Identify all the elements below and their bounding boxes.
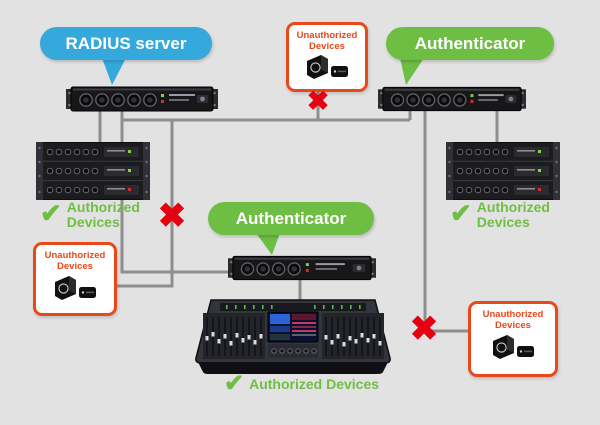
fader-caps-left [205, 332, 263, 346]
authorized-left-line2: Devices [66, 214, 120, 230]
authorized-label-left: ✔ Authorized Devices [40, 200, 140, 230]
radius-bubble-tail [102, 58, 126, 85]
rack-connectors [456, 148, 509, 194]
console-knobs [271, 348, 317, 354]
unauthorized-right-line2: Devices [495, 320, 531, 331]
blocked-x-right: ✖ [409, 310, 439, 348]
ethercon-ports [390, 93, 467, 107]
unauthorized-box-left: Unauthorized Devices [33, 242, 117, 316]
io-rack-left [36, 142, 150, 200]
ethercon-ports [240, 262, 301, 276]
authenticator-right-device [378, 86, 526, 112]
speaker-device-icon [493, 335, 534, 359]
unauthorized-right-line1: Unauthorized [482, 309, 544, 320]
link-left-unauthorized-blocked [116, 120, 174, 288]
check-icon: ✔ [40, 198, 62, 228]
check-icon: ✔ [450, 198, 472, 228]
unauthorized-left-line2: Devices [57, 261, 93, 272]
authenticator-right-label: Authenticator [414, 33, 526, 53]
unauthorized-box-right: Unauthorized Devices [468, 301, 558, 377]
ethercon-ports [79, 93, 157, 107]
authorized-right-line2: Devices [476, 214, 530, 230]
authenticator-center-label: Authenticator [235, 208, 347, 228]
authorized-bottom-label: Authorized Devices [249, 375, 380, 392]
blocked-x-left: ✖ [157, 197, 187, 235]
speaker-device-icon [55, 276, 96, 300]
rack-connectors [46, 148, 99, 194]
unauthorized-left-line1: Unauthorized [44, 250, 106, 261]
io-rack-right [446, 142, 560, 200]
fader-caps-right [324, 333, 382, 347]
check-icon: ✔ [224, 370, 245, 397]
authorized-left-line1: Authorized [66, 199, 140, 215]
authenticator-center-bubble: Authenticator [208, 202, 374, 235]
speaker-device-icon [307, 55, 348, 79]
unauthorized-top-line1: Unauthorized [296, 30, 358, 41]
authorized-label-right: ✔ Authorized Devices [450, 200, 550, 230]
unauthorized-top-line2: Devices [309, 41, 345, 52]
radius-server-bubble: RADIUS server [40, 27, 212, 60]
blocked-x-top: ✖ [306, 86, 330, 116]
mixing-console [195, 299, 391, 374]
authenticator-center-device [228, 255, 376, 281]
authenticator-right-bubble: Authenticator [386, 27, 554, 60]
radius-server-label: RADIUS server [65, 33, 187, 53]
radius-server-device [66, 86, 218, 112]
unauthorized-box-top: Unauthorized Devices [286, 22, 368, 92]
authenticator-center-bubble-tail [256, 233, 280, 255]
authenticator-right-bubble-tail [400, 58, 424, 85]
authorized-right-line1: Authorized [476, 199, 550, 215]
link-right-unauthorized-blocked [423, 104, 470, 333]
authorized-label-bottom: ✔ Authorized Devices [224, 372, 379, 396]
